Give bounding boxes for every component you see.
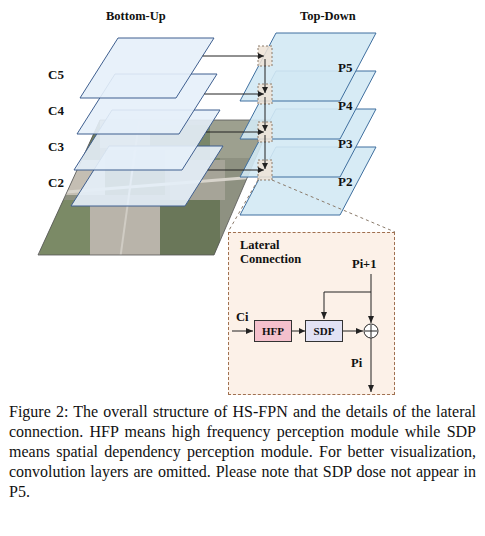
feature-plane: P5 [240, 33, 376, 101]
plane-shape [240, 147, 376, 215]
flow-arrow [203, 56, 264, 57]
flow-arrow [206, 132, 264, 133]
plane-label: C3 [48, 139, 64, 155]
figure-caption: Figure 2: The overall structure of HS-FP… [9, 402, 476, 502]
image-patch [160, 200, 220, 255]
module-box: HFP [254, 320, 292, 342]
feature-plane: C5 [80, 38, 214, 98]
box-heading: Lateral Connection [240, 238, 318, 266]
signal-name: Pi+1 [352, 257, 376, 272]
signal-name: Pi [351, 356, 362, 371]
image-patch [40, 200, 90, 255]
module-box: SDP [305, 320, 343, 342]
flow-arrow [265, 59, 266, 93]
module-name: SDP [306, 321, 342, 341]
module-name: HFP [255, 321, 291, 341]
plane-label: C5 [48, 67, 64, 83]
plane-outline [80, 38, 214, 98]
column-heading: Top-Down [300, 9, 356, 24]
flow-arrow [204, 94, 263, 95]
column-heading: Bottom-Up [106, 9, 166, 24]
plane-label: P5 [338, 60, 352, 76]
plane-shape [71, 146, 223, 206]
flow-arrow [265, 135, 266, 169]
flow-arrow [292, 331, 305, 332]
plane-outline [240, 33, 376, 101]
plane-label: C4 [48, 103, 64, 119]
lateral-connection-box: Lateral ConnectionHFP SDP [228, 232, 395, 395]
signal-name: Ci [236, 310, 249, 325]
flow-arrow [208, 170, 264, 171]
plane-label: C2 [48, 175, 64, 191]
flow-arrow [265, 97, 266, 131]
